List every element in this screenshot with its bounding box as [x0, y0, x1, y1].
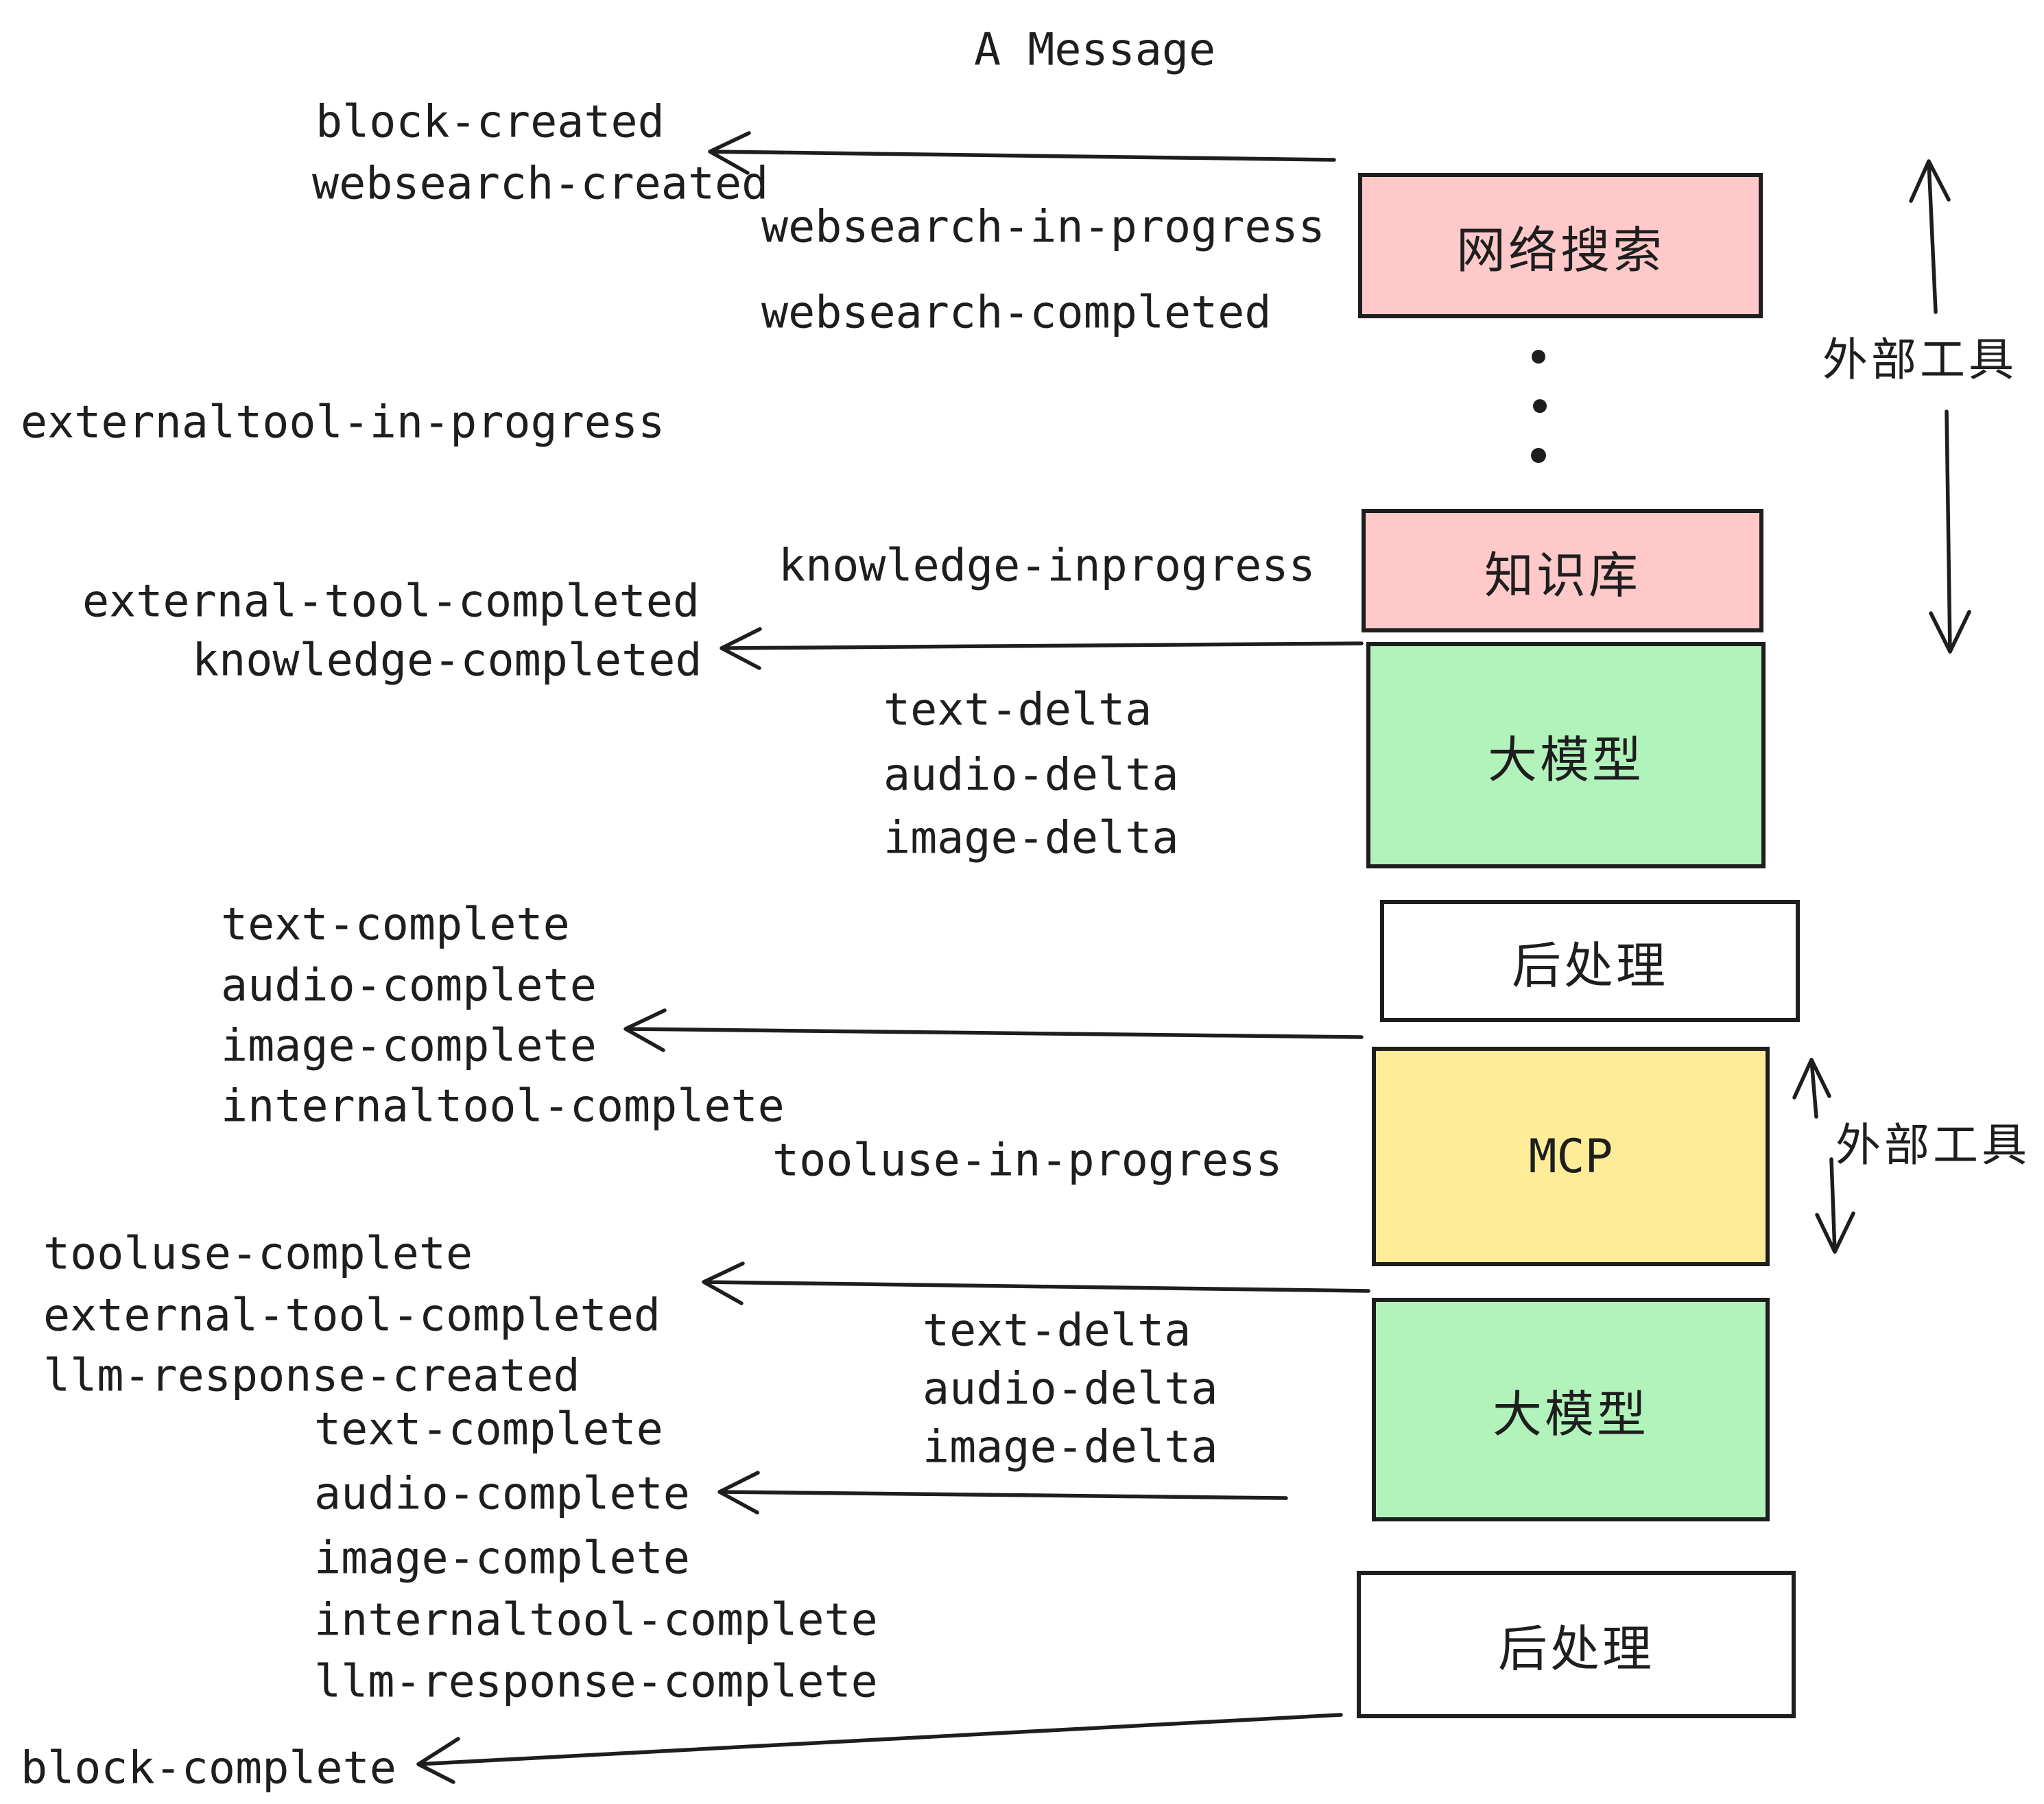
event-label-text-delta: text-delta	[883, 684, 1152, 736]
event-label-websearch-created: websearch-created	[312, 158, 769, 210]
node-websearch-label: 网络搜索	[1455, 223, 1665, 278]
event-label-audio-complete: audio-complete	[221, 960, 597, 1012]
event-label-knowledge-inprogress: knowledge-inprogress	[779, 540, 1316, 592]
node-llm-top-label: 大模型	[1487, 733, 1644, 788]
event-label-tooluse-in-progress: tooluse-in-progress	[772, 1135, 1283, 1187]
node-knowledge-label: 知识库	[1484, 548, 1641, 604]
node-llm-bottom: 大模型	[1372, 1298, 1770, 1521]
event-label-audio-complete-2: audio-complete	[314, 1468, 690, 1520]
node-mcp-label: MCP	[1528, 1129, 1613, 1184]
event-label-external-tool-completed-2: external-tool-completed	[43, 1290, 661, 1342]
event-label-external-tool-completed: external-tool-completed	[82, 575, 700, 628]
event-label-text-delta-2: text-delta	[923, 1305, 1191, 1357]
arrow-to-tooluse-complete	[702, 1261, 1370, 1305]
ellipsis-dot	[1531, 448, 1546, 463]
node-knowledge: 知识库	[1362, 509, 1763, 632]
event-label-block-created: block-created	[316, 96, 665, 148]
ellipsis-dots	[1531, 350, 1547, 463]
event-label-llm-response-complete: llm-response-complete	[314, 1656, 878, 1708]
event-label-image-complete-2: image-complete	[314, 1532, 690, 1585]
ellipsis-dot	[1533, 399, 1547, 413]
external-tools-top-up-arrow	[1909, 159, 1951, 314]
event-label-text-complete: text-complete	[221, 899, 570, 951]
event-label-llm-response-created: llm-response-created	[43, 1350, 580, 1402]
node-postprocess-top: 后处理	[1380, 900, 1800, 1022]
node-postprocess-bottom: 后处理	[1357, 1571, 1796, 1718]
ellipsis-dot	[1532, 350, 1545, 364]
event-label-tooluse-complete: tooluse-complete	[43, 1228, 473, 1280]
external-tools-bottom-label: 外部工具	[1835, 1119, 2030, 1170]
node-websearch: 网络搜索	[1358, 173, 1763, 318]
arrow-to-knowledge-completed	[720, 627, 1364, 670]
event-label-image-delta: image-delta	[883, 812, 1179, 864]
event-label-audio-delta-2: audio-delta	[923, 1363, 1218, 1415]
event-label-audio-delta: audio-delta	[883, 749, 1179, 801]
node-mcp: MCP	[1372, 1047, 1770, 1266]
event-label-externaltool-in-progress: externaltool-in-progress	[21, 396, 665, 449]
arrow-to-image-complete	[623, 1008, 1364, 1052]
node-llm-bottom-label: 大模型	[1492, 1387, 1649, 1443]
node-llm-top: 大模型	[1366, 642, 1766, 868]
event-label-image-delta-2: image-delta	[923, 1421, 1218, 1473]
event-label-text-complete-2: text-complete	[314, 1403, 663, 1456]
node-postprocess-bottom-label: 后处理	[1497, 1622, 1654, 1677]
external-tools-bottom-down-arrow	[1815, 1157, 1855, 1254]
arrow-to-audio-complete	[717, 1471, 1288, 1515]
event-label-knowledge-completed: knowledge-completed	[192, 634, 702, 687]
external-tools-bottom-up-arrow	[1792, 1058, 1831, 1119]
page-title: A Message	[974, 24, 1216, 76]
event-label-websearch-completed: websearch-completed	[761, 287, 1272, 339]
arrow-to-block-created	[708, 131, 1336, 175]
event-label-websearch-in-progress: websearch-in-progress	[761, 201, 1325, 253]
external-tools-top-label: 外部工具	[1822, 334, 2017, 385]
event-label-block-complete: block-complete	[21, 1742, 396, 1794]
external-tools-top-down-arrow	[1929, 410, 1971, 654]
event-label-internaltool-complete-2: internaltool-complete	[314, 1594, 878, 1646]
arrow-to-block-complete	[416, 1713, 1343, 1784]
node-postprocess-top-label: 后处理	[1511, 938, 1668, 994]
event-label-image-complete: image-complete	[221, 1020, 597, 1072]
event-label-internaltool-complete: internaltool-complete	[221, 1080, 785, 1132]
